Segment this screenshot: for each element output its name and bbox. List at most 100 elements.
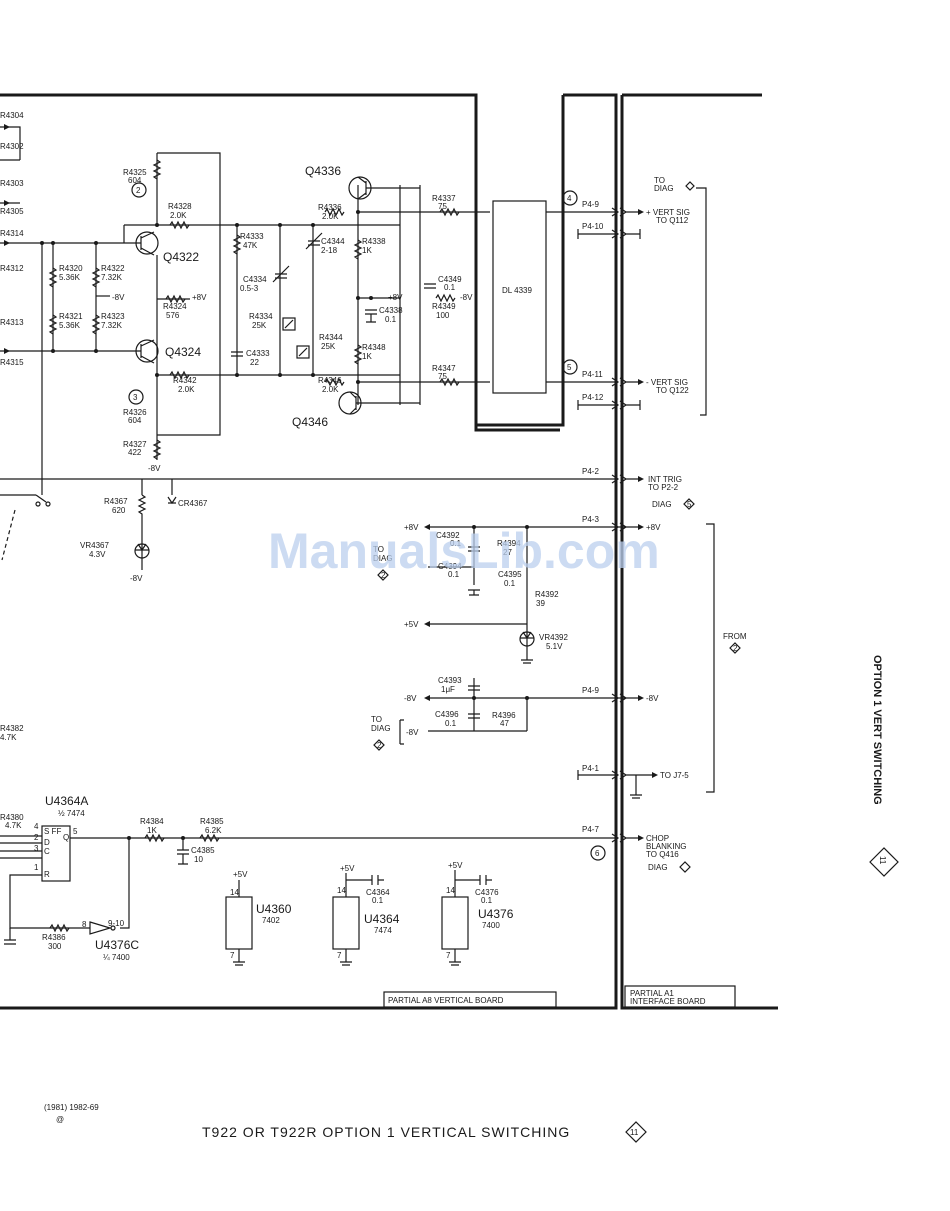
diag-1-diamond (685, 181, 695, 191)
label-r4346: R4346 (318, 376, 342, 385)
value-c4338: 0.1 (385, 315, 397, 324)
signal-int-trig-1: INT TRIG (648, 475, 682, 484)
value-r4336: 2.0K (322, 212, 339, 221)
from-label: FROM (723, 632, 747, 641)
label-vr4367: VR4367 (80, 541, 109, 550)
label-u4376: U4376 (478, 907, 514, 921)
pin-4: 4 (34, 822, 39, 831)
label-u4376c: U4376C (95, 938, 139, 952)
a1-board-label-line2: INTERFACE BOARD (630, 997, 706, 1006)
label-r4367: R4367 (104, 497, 128, 506)
title-diag-number: 11 (630, 1128, 639, 1137)
value-r4337: 75 (438, 202, 447, 211)
label-r4347: R4347 (432, 364, 456, 373)
label-q4346: Q4346 (292, 415, 328, 429)
value-r4348: 1K (362, 352, 372, 361)
value-r4321: 5.36K (59, 321, 81, 330)
value-r4323: 7.32K (101, 321, 123, 330)
title-diag-diamond (625, 1121, 647, 1143)
connector-p4-1-label: P4-1 (582, 764, 599, 773)
value-c4349: 0.1 (444, 283, 456, 292)
transistor-q4336 (348, 176, 420, 200)
label-r4312: R4312 (0, 264, 24, 273)
label-q4322: Q4322 (163, 250, 199, 264)
marker-2-label: 2 (136, 186, 141, 195)
connector-p4-10-label: P4-10 (582, 222, 604, 231)
connector-p4-11 (611, 377, 644, 387)
rail-plus5-c: +5V (340, 864, 355, 873)
rail-plus8-d: +8V (646, 523, 661, 532)
signal-int-trig-diag: DIAG (652, 500, 672, 509)
marker-4 (562, 190, 578, 206)
pin-ff-c: C (44, 847, 50, 856)
power-network (399, 522, 715, 799)
chop-blanking-network (0, 825, 644, 945)
label-r4313: R4313 (0, 318, 24, 327)
type-u4376: 7400 (482, 921, 500, 930)
value-r4324: 576 (166, 311, 180, 320)
label-r4326: R4326 (123, 408, 147, 417)
value-r4344: 25K (321, 342, 336, 351)
value-c4385: 10 (194, 855, 203, 864)
value-r4327: 422 (128, 448, 142, 457)
value-r4382: 4.7K (0, 733, 17, 742)
label-r4344: R4344 (319, 333, 343, 342)
board-outlines (0, 93, 778, 1010)
pin-ff-d: D (44, 838, 50, 847)
label-r4392: R4392 (535, 590, 559, 599)
pin-7-a: 7 (230, 951, 235, 960)
label-r4324: R4324 (163, 302, 187, 311)
label-r4382: R4382 (0, 724, 24, 733)
value-c4396: 0.1 (445, 719, 457, 728)
label-r4342: R4342 (173, 376, 197, 385)
transistor-q4322 (124, 231, 159, 256)
value-c4393: 1μF (441, 685, 455, 694)
label-c4385: C4385 (191, 846, 215, 855)
signal-chop-diag: DIAG (648, 863, 668, 872)
marker-3 (128, 389, 144, 405)
label-r4323: R4323 (101, 312, 125, 321)
marker-5 (562, 359, 578, 375)
label-r4322: R4322 (101, 264, 125, 273)
label-c4349: C4349 (438, 275, 462, 284)
copyright-year: (1981) 1982-69 (44, 1103, 99, 1112)
value-c4334: 0.5-3 (240, 284, 259, 293)
type-u4364a: ½ 7474 (58, 809, 85, 818)
value-r4322: 7.32K (101, 273, 123, 282)
pin-ff-s: S FF (44, 827, 61, 836)
signal-chop-2: BLANKING (646, 842, 686, 851)
label-q4336: Q4336 (305, 164, 341, 178)
label-cr4367: CR4367 (178, 499, 208, 508)
signal-chop-3: TO Q416 (646, 850, 679, 859)
label-r4303: R4303 (0, 179, 24, 188)
value-r4347: 75 (438, 372, 447, 381)
rail-minus8-d: -8V (130, 574, 143, 583)
side-diag-diamond (869, 847, 899, 877)
rail-minus8-b: -8V (148, 464, 161, 473)
type-u4360: 7402 (262, 916, 280, 925)
bracket-vert-sig (696, 187, 707, 416)
label-c4393: C4393 (438, 676, 462, 685)
type-u4376c: ¼ 7400 (103, 953, 130, 962)
value-r4328: 2.0K (170, 211, 187, 220)
label-u4364: U4364 (364, 912, 400, 926)
rail-minus8-f: -8V (646, 694, 659, 703)
connector-p4-12-label: P4-12 (582, 393, 604, 402)
label-r4348: R4348 (362, 343, 386, 352)
connector-p4-9a-label: P4-9 (582, 200, 599, 209)
rail-minus8-w: -8V (406, 728, 419, 737)
label-q4324: Q4324 (165, 345, 201, 359)
connector-p4-7-label: P4-7 (582, 825, 599, 834)
value-c4364: 0.1 (372, 896, 384, 905)
rail-plus8-a: +8V (192, 293, 207, 302)
connector-p4-11-label: P4-11 (582, 370, 603, 379)
diag-2-label-b: 2 (377, 741, 382, 750)
label-r4325: R4325 (123, 168, 147, 177)
diag-2-diamond-b (373, 739, 385, 751)
value-r4396: 47 (500, 719, 509, 728)
marker-3-label: 3 (133, 393, 138, 402)
int-trig-network (134, 479, 177, 570)
marker-5-label: 5 (567, 363, 572, 372)
rail-minus8-c: -8V (460, 293, 473, 302)
delay-line-dl4339 (492, 200, 547, 394)
